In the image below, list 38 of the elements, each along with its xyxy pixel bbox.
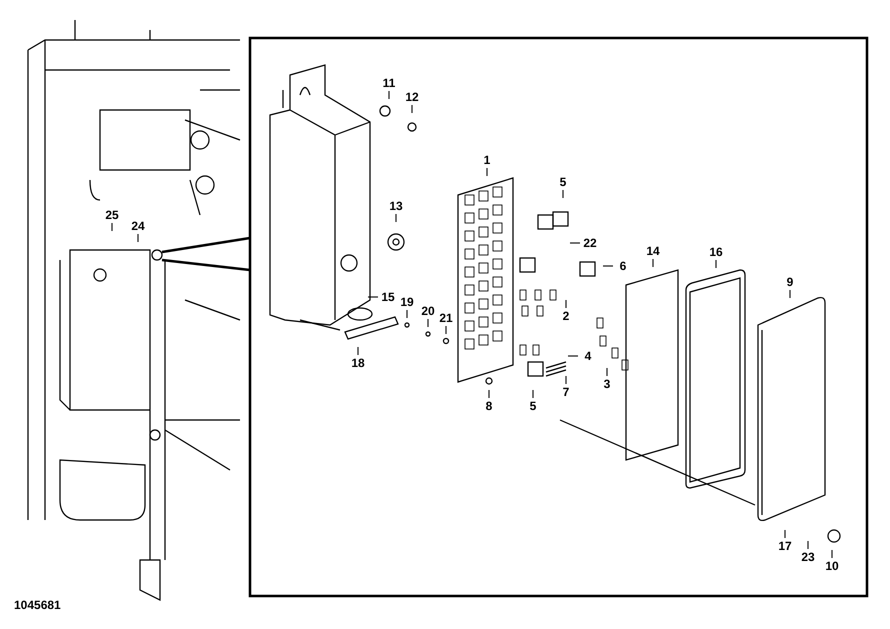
callout-number: 18 <box>349 356 367 370</box>
callout-number: 15 <box>379 290 397 304</box>
callout-number: 25 <box>103 208 121 222</box>
leader-line <box>406 310 408 318</box>
callout-number: 9 <box>781 275 799 289</box>
callout-number: 16 <box>707 245 725 259</box>
callout-number: 5 <box>524 399 542 413</box>
leader-line <box>488 390 490 398</box>
callout-number: 3 <box>598 377 616 391</box>
leader-line <box>652 258 654 268</box>
callout-number: 10 <box>823 559 841 573</box>
leader-line <box>606 368 608 376</box>
leader-line <box>532 390 534 398</box>
leader-line <box>368 296 378 298</box>
callout-number: 17 <box>776 539 794 553</box>
callout-number: 24 <box>129 219 147 233</box>
callout-number: 19 <box>398 295 416 309</box>
callout-number: 7 <box>557 385 575 399</box>
callout-number: 23 <box>799 550 817 564</box>
callout-number: 12 <box>403 90 421 104</box>
leader-line <box>784 530 786 538</box>
callout-number: 4 <box>579 349 597 363</box>
callout-number: 1 <box>478 153 496 167</box>
leader-line <box>562 190 564 198</box>
callout-number: 22 <box>581 236 599 250</box>
drawing-number: 1045681 <box>14 598 61 612</box>
callout-number: 20 <box>419 304 437 318</box>
callout-number: 14 <box>644 244 662 258</box>
callout-number: 6 <box>614 259 632 273</box>
callout-number: 5 <box>554 175 572 189</box>
callout-number: 2 <box>557 309 575 323</box>
callout-number: 13 <box>387 199 405 213</box>
callout-number: 8 <box>480 399 498 413</box>
callout-number: 11 <box>380 76 398 90</box>
callout-number: 21 <box>437 311 455 325</box>
leader-line <box>570 242 580 244</box>
leader-line <box>388 90 390 100</box>
leader-line <box>486 168 488 176</box>
